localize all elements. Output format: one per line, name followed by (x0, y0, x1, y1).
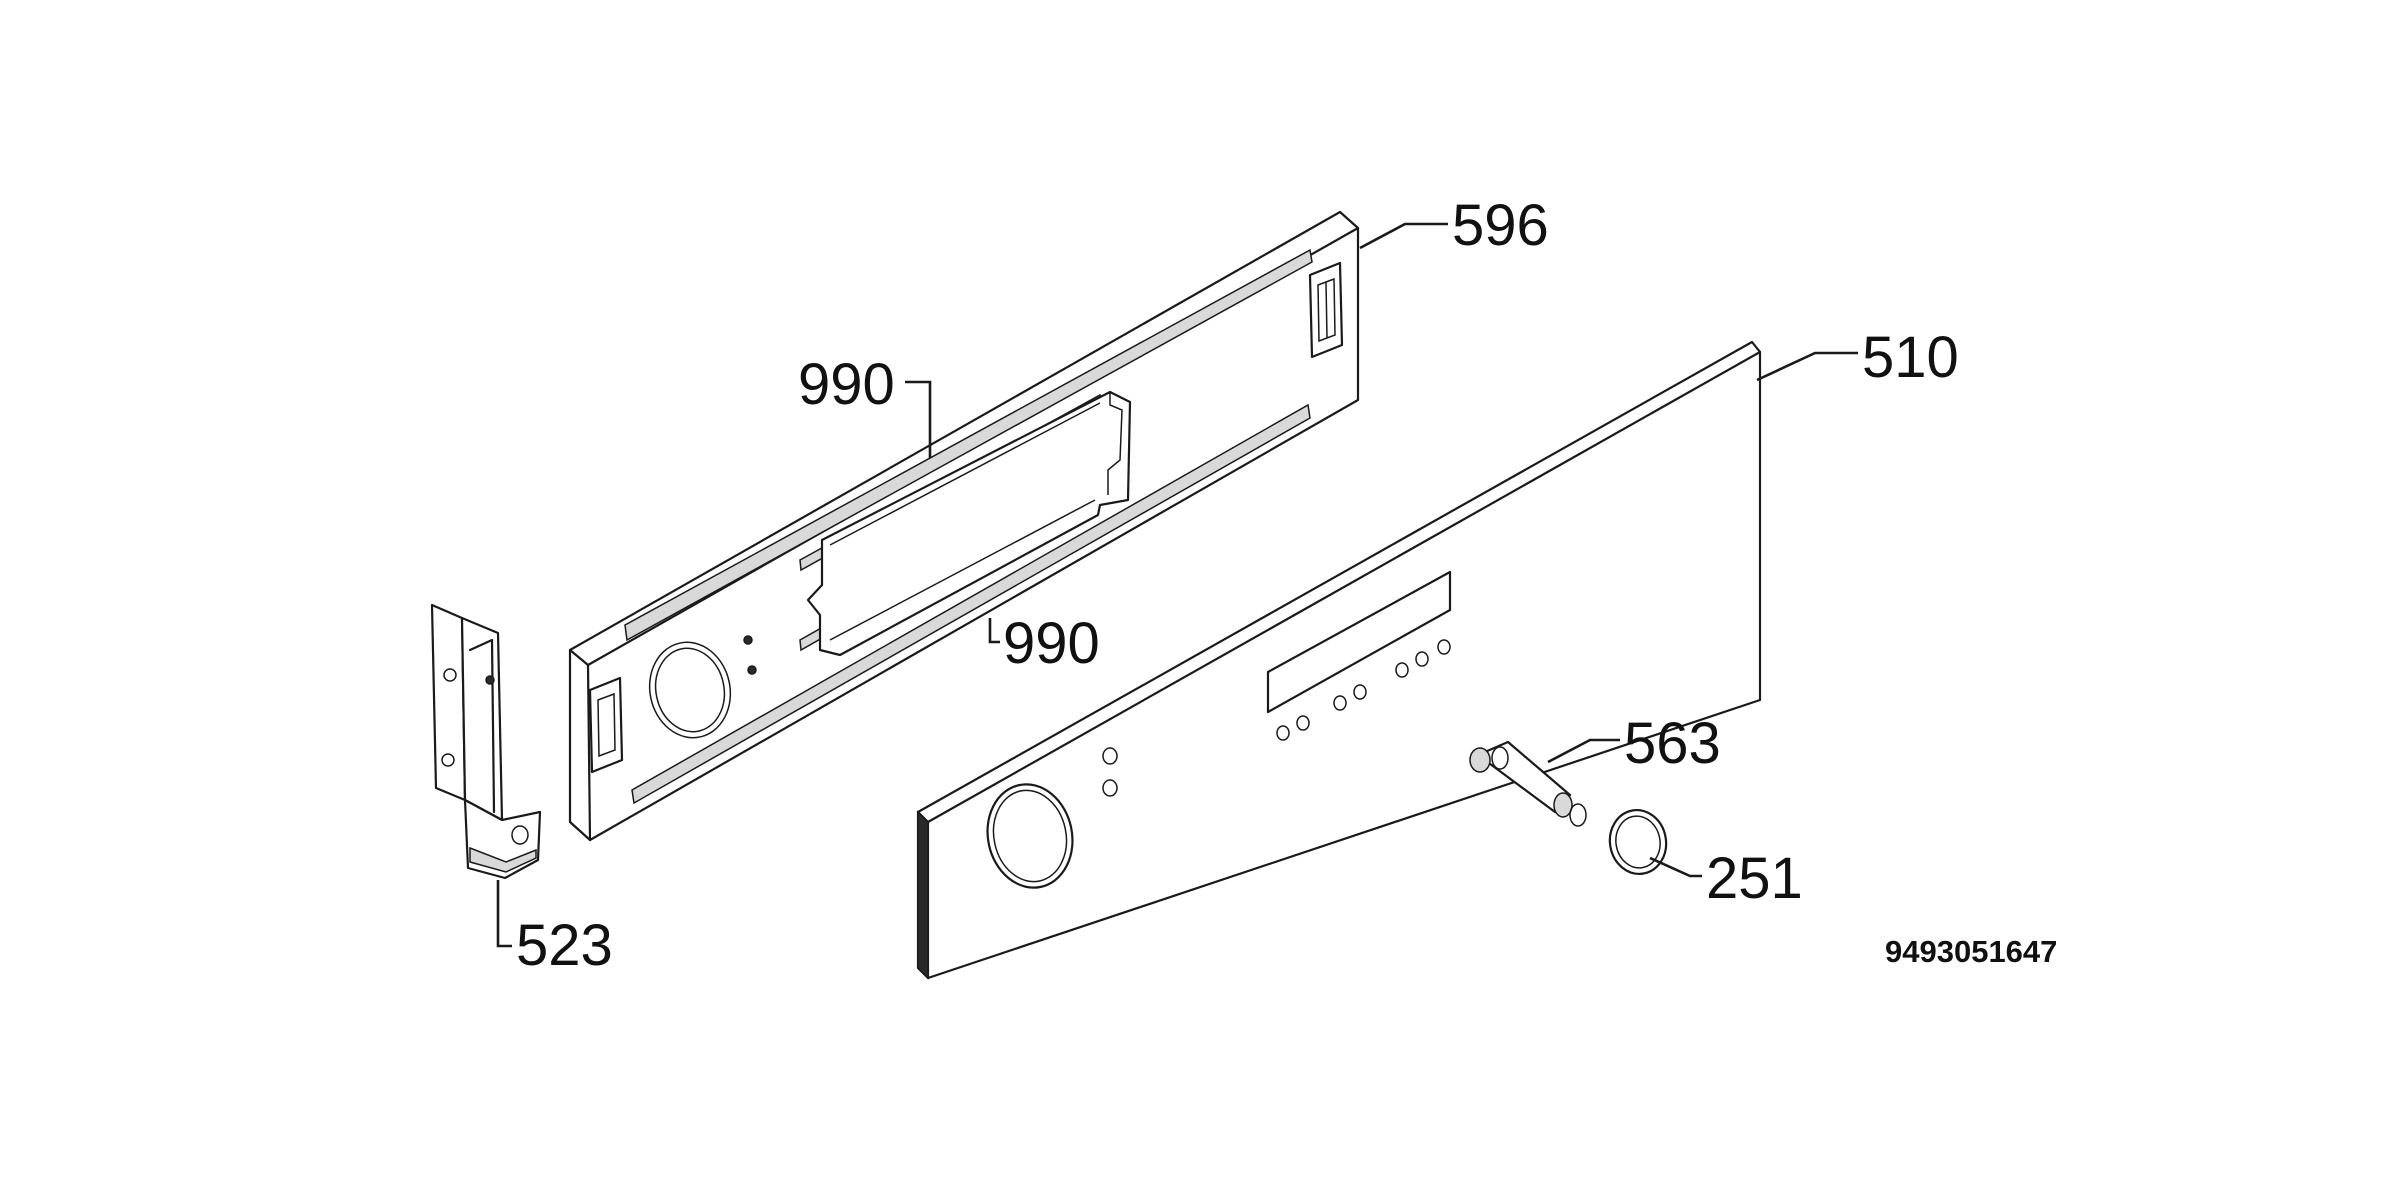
part-990-control-board (806, 390, 1132, 657)
frame-clip-left (588, 676, 624, 774)
panel-button-row (1276, 639, 1451, 741)
leader-lines (496, 222, 1858, 948)
part-523-side-bracket (430, 603, 542, 880)
label-510: 510 (1862, 325, 1959, 390)
label-990-upper: 990 (798, 352, 895, 417)
label-523: 523 (516, 913, 613, 978)
frame-knob-hole (648, 641, 732, 739)
part-510-front-panel (916, 340, 1762, 980)
part-251-cap (1608, 809, 1668, 875)
label-251: 251 (1706, 846, 1803, 911)
panel-knob-hole (986, 783, 1074, 889)
part-563-shaft (1469, 740, 1587, 827)
frame-clip-right (1308, 261, 1344, 359)
drawing-code: 9493051647 (1885, 934, 2057, 969)
label-596: 596 (1452, 193, 1549, 258)
label-563: 563 (1624, 711, 1721, 776)
panel-display-window (1266, 570, 1452, 714)
label-990-lower: 990 (1003, 611, 1100, 676)
